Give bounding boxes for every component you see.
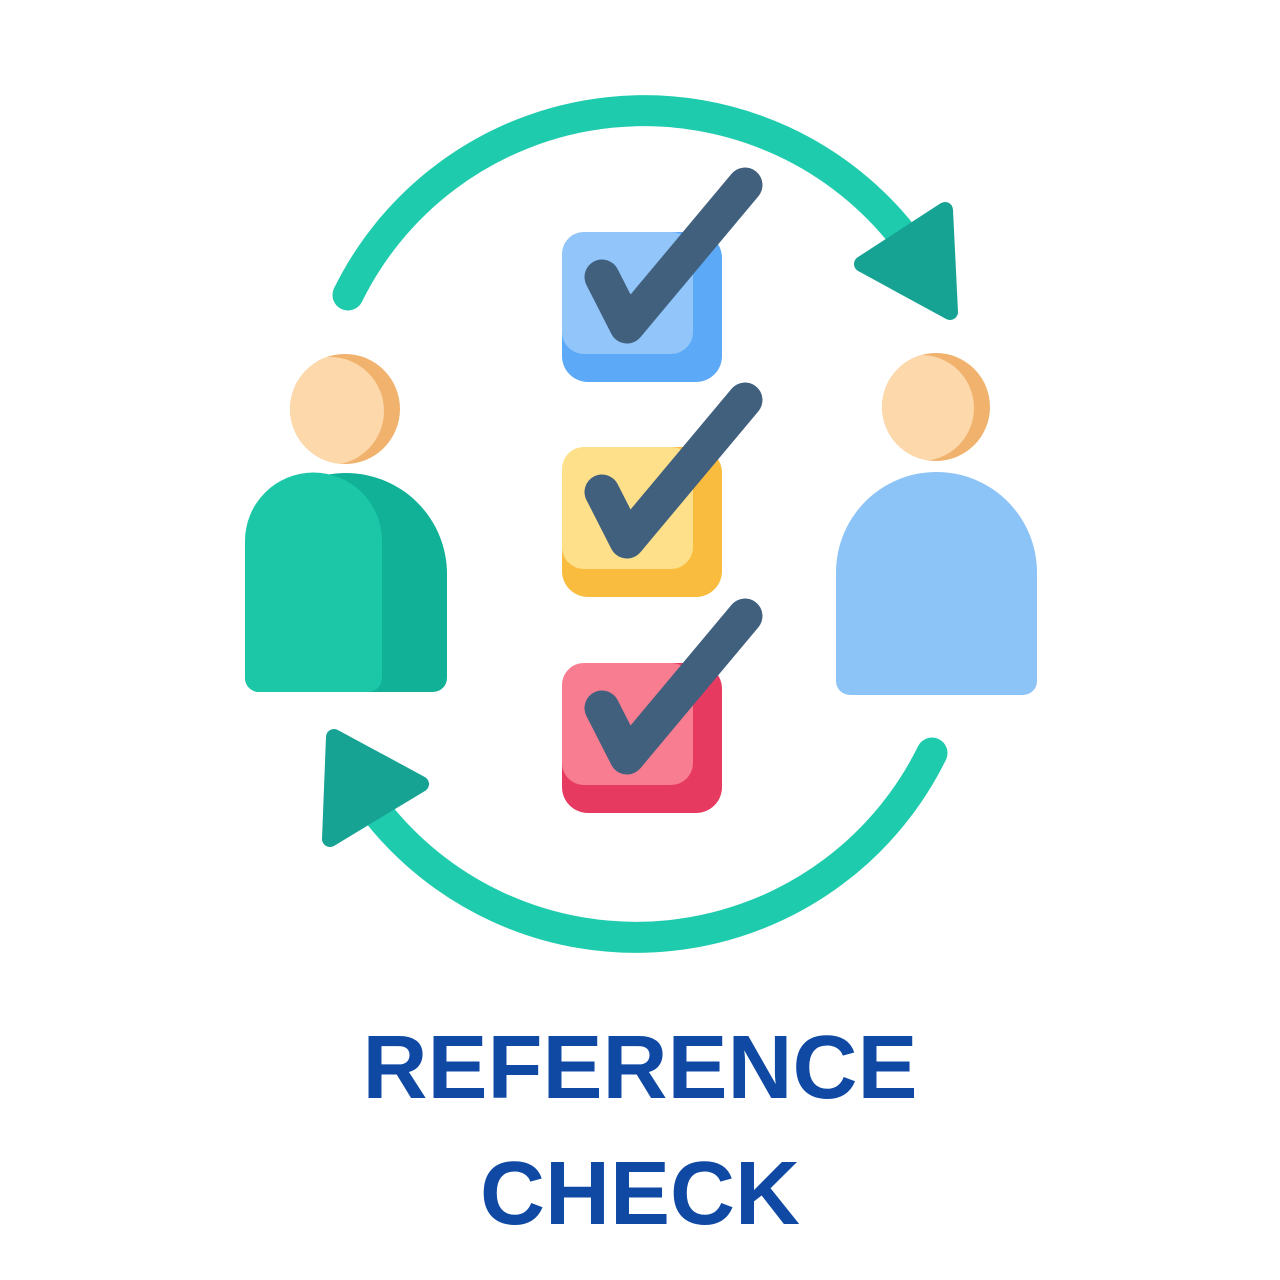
caption-line-2: CHECK bbox=[479, 1144, 800, 1244]
cycle-arrowhead-bottom-icon bbox=[322, 729, 429, 847]
caption: REFERENCE CHECK bbox=[0, 1005, 1280, 1257]
cycle-arrow-top-arc bbox=[332, 95, 919, 311]
cycle-arrow-bottom-arc bbox=[361, 737, 948, 953]
checklist bbox=[562, 167, 763, 813]
checkbox-yellow bbox=[562, 382, 763, 597]
cycle-arrowhead-top-icon bbox=[854, 202, 958, 320]
checkmark-icon bbox=[584, 598, 763, 775]
caption-line-1: REFERENCE bbox=[362, 1018, 918, 1118]
left-person-body bbox=[245, 472, 382, 692]
checkbox-red bbox=[562, 598, 763, 813]
right-person-head bbox=[882, 355, 974, 461]
checkbox-blue bbox=[562, 167, 763, 382]
checkmark-icon bbox=[584, 167, 763, 344]
right-person-icon bbox=[836, 353, 1037, 695]
left-person-head bbox=[290, 357, 384, 464]
left-person-icon bbox=[245, 354, 447, 692]
checkmark-icon bbox=[584, 382, 763, 559]
cycle-arrows bbox=[322, 95, 958, 953]
right-person-body bbox=[836, 472, 1037, 695]
